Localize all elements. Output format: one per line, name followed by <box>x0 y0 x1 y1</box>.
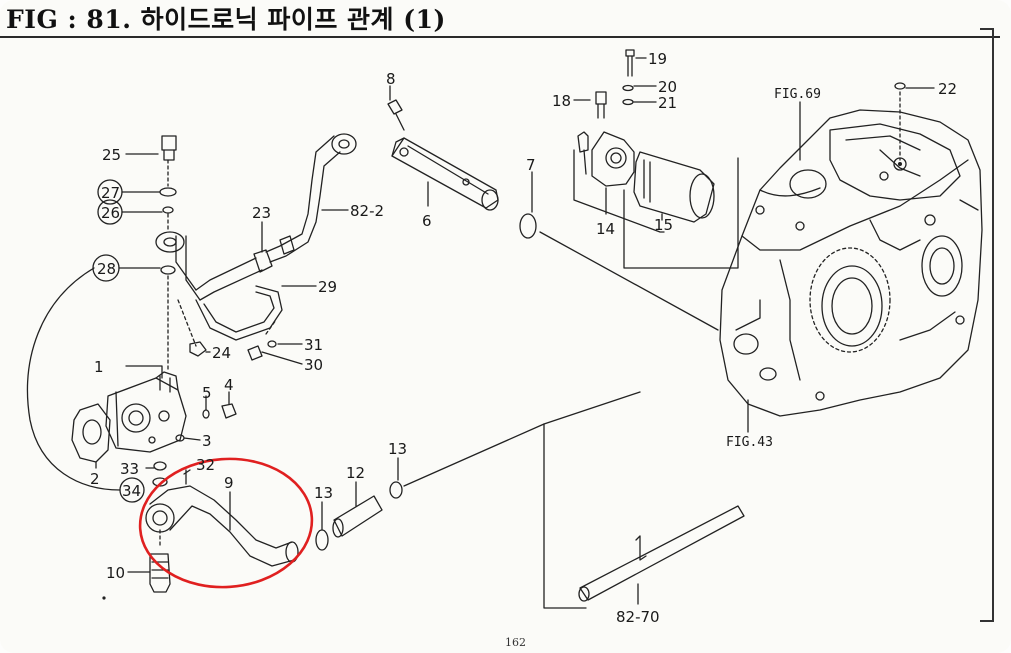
washer-33 <box>153 461 167 471</box>
housing-bolt-dot <box>898 162 902 166</box>
fitting-stack <box>159 135 177 373</box>
filter-bracket <box>573 149 665 233</box>
highlight-ellipse <box>138 457 314 589</box>
callout-22: 22 <box>938 80 957 98</box>
callout-10: 10 <box>106 564 125 582</box>
curve-28-34 <box>26 267 121 491</box>
figure-title: FIG : 81. 하이드로닉 파이프 관계 (1) <box>6 5 446 34</box>
fitting-24 <box>189 341 207 357</box>
callout-12: 12 <box>346 464 365 482</box>
washer-5 <box>202 409 210 419</box>
nut-4 <box>221 403 237 419</box>
clamp-13-lower <box>315 529 329 551</box>
callout-1: 1 <box>94 358 104 376</box>
callout-21: 21 <box>658 94 677 112</box>
bolt-30 <box>247 345 263 361</box>
callout-24: 24 <box>212 344 231 362</box>
callout-6: 6 <box>422 212 432 230</box>
callout-20: 20 <box>658 78 677 96</box>
leader-1 <box>125 365 163 379</box>
line-to-rod <box>543 391 641 425</box>
callout-29: 29 <box>318 278 337 296</box>
filter-assembly <box>577 49 715 223</box>
page-number: 162 <box>505 636 526 649</box>
upper-pipe-assembly <box>155 133 357 341</box>
callout-9: 9 <box>224 474 234 492</box>
frame-right-border <box>992 28 994 622</box>
ref-fig69: FIG.69 <box>774 87 821 102</box>
filter-to-housing <box>623 157 739 269</box>
title-rule <box>0 36 1000 38</box>
leader-3 <box>183 437 201 441</box>
callout-8: 8 <box>386 70 396 88</box>
callout-23: 23 <box>252 204 271 222</box>
dash-31 <box>265 319 277 335</box>
hose-12-end <box>332 518 344 538</box>
transmission-housing <box>719 109 983 417</box>
line-cylinder-to-housing <box>539 231 719 331</box>
washer-31 <box>267 340 277 348</box>
leader-30 <box>261 351 303 365</box>
callout-82-70: 82-70 <box>616 608 660 626</box>
callout-13-upper: 13 <box>388 440 407 458</box>
callout-30: 30 <box>304 356 323 374</box>
callout-18: 18 <box>552 92 571 110</box>
callout-15: 15 <box>654 216 673 234</box>
pipe-82-70-end <box>578 586 590 602</box>
callout-7: 7 <box>526 156 536 174</box>
callout-14: 14 <box>596 220 615 238</box>
callout-5: 5 <box>202 384 212 402</box>
callout-26: 26 <box>101 204 120 222</box>
callout-31: 31 <box>304 336 323 354</box>
frame-tick-bottom <box>980 620 994 622</box>
callout-25: 25 <box>102 146 121 164</box>
callout-2: 2 <box>90 470 100 488</box>
ref-fig43: FIG.43 <box>726 435 773 450</box>
circle-34 <box>119 477 145 503</box>
callout-3: 3 <box>202 432 212 450</box>
pipe-9 <box>145 485 299 593</box>
hydraulic-pump <box>71 371 187 463</box>
callout-4: 4 <box>224 376 234 394</box>
pipe-82-70 <box>579 505 745 601</box>
washer-34 <box>152 477 168 487</box>
callout-13-lower: 13 <box>314 484 333 502</box>
arrow-32 <box>183 469 191 485</box>
callout-28: 28 <box>97 260 116 278</box>
hydraulic-cylinder <box>387 99 499 211</box>
speck-dot <box>102 596 106 600</box>
oring-7 <box>519 213 537 239</box>
callout-32: 32 <box>196 456 215 474</box>
callout-82-2: 82-2 <box>350 202 384 220</box>
arrow-82-70 <box>635 535 647 561</box>
callout-33: 33 <box>120 460 139 478</box>
dash-24 <box>177 299 197 347</box>
callout-19: 19 <box>648 50 667 68</box>
hose-12 <box>333 495 383 537</box>
clamp-13-upper <box>389 481 403 499</box>
frame-tick-top <box>980 28 994 30</box>
callout-27: 27 <box>101 184 120 202</box>
oring-22 <box>894 82 906 90</box>
line-13-to-box <box>403 423 587 609</box>
callout-34: 34 <box>122 482 141 500</box>
